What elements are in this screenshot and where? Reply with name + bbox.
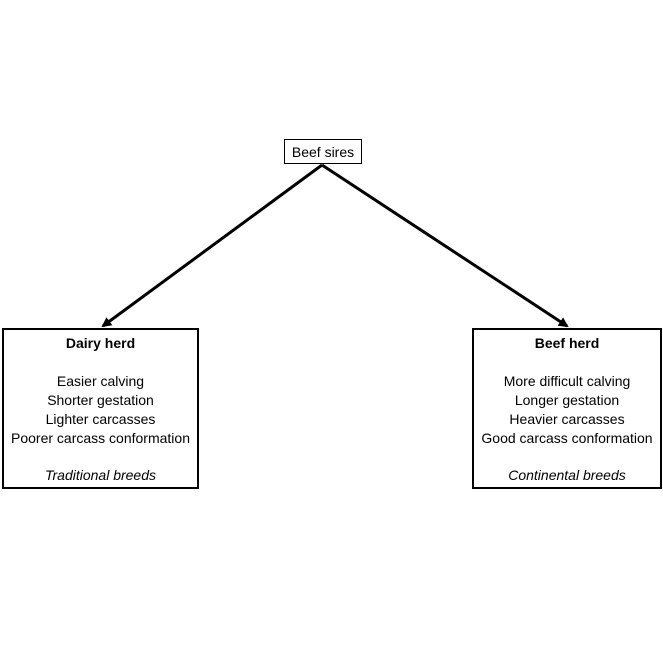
arrow-to-dairy-herd bbox=[101, 163, 323, 328]
trait-item: Shorter gestation bbox=[47, 392, 154, 408]
trait-item: Easier calving bbox=[56, 373, 145, 389]
trait-item: Good carcass conformation bbox=[481, 430, 653, 446]
dairy-breed-type: Traditional breeds bbox=[44, 467, 157, 483]
trait-item: More difficult calving bbox=[503, 373, 631, 389]
dairy-herd-traits: Easier calving Shorter gestation Lighter… bbox=[4, 372, 197, 448]
beef-herd-title: Beef herd bbox=[534, 335, 600, 351]
trait-item: Lighter carcasses bbox=[45, 411, 156, 427]
beef-herd-box: Beef herd More difficult calving Longer … bbox=[472, 328, 662, 489]
beef-breed-type: Continental breeds bbox=[508, 467, 626, 483]
beef-sires-box: Beef sires bbox=[284, 139, 362, 164]
beef-herd-traits: More difficult calving Longer gestation … bbox=[474, 372, 660, 448]
beef-sires-label: Beef sires bbox=[291, 143, 355, 160]
arrow-to-beef-herd bbox=[321, 163, 569, 328]
dairy-herd-title: Dairy herd bbox=[65, 335, 136, 351]
trait-item: Longer gestation bbox=[514, 392, 620, 408]
dairy-herd-box: Dairy herd Easier calving Shorter gestat… bbox=[2, 328, 199, 489]
trait-item: Poorer carcass conformation bbox=[11, 430, 190, 446]
trait-item: Heavier carcasses bbox=[509, 411, 625, 427]
